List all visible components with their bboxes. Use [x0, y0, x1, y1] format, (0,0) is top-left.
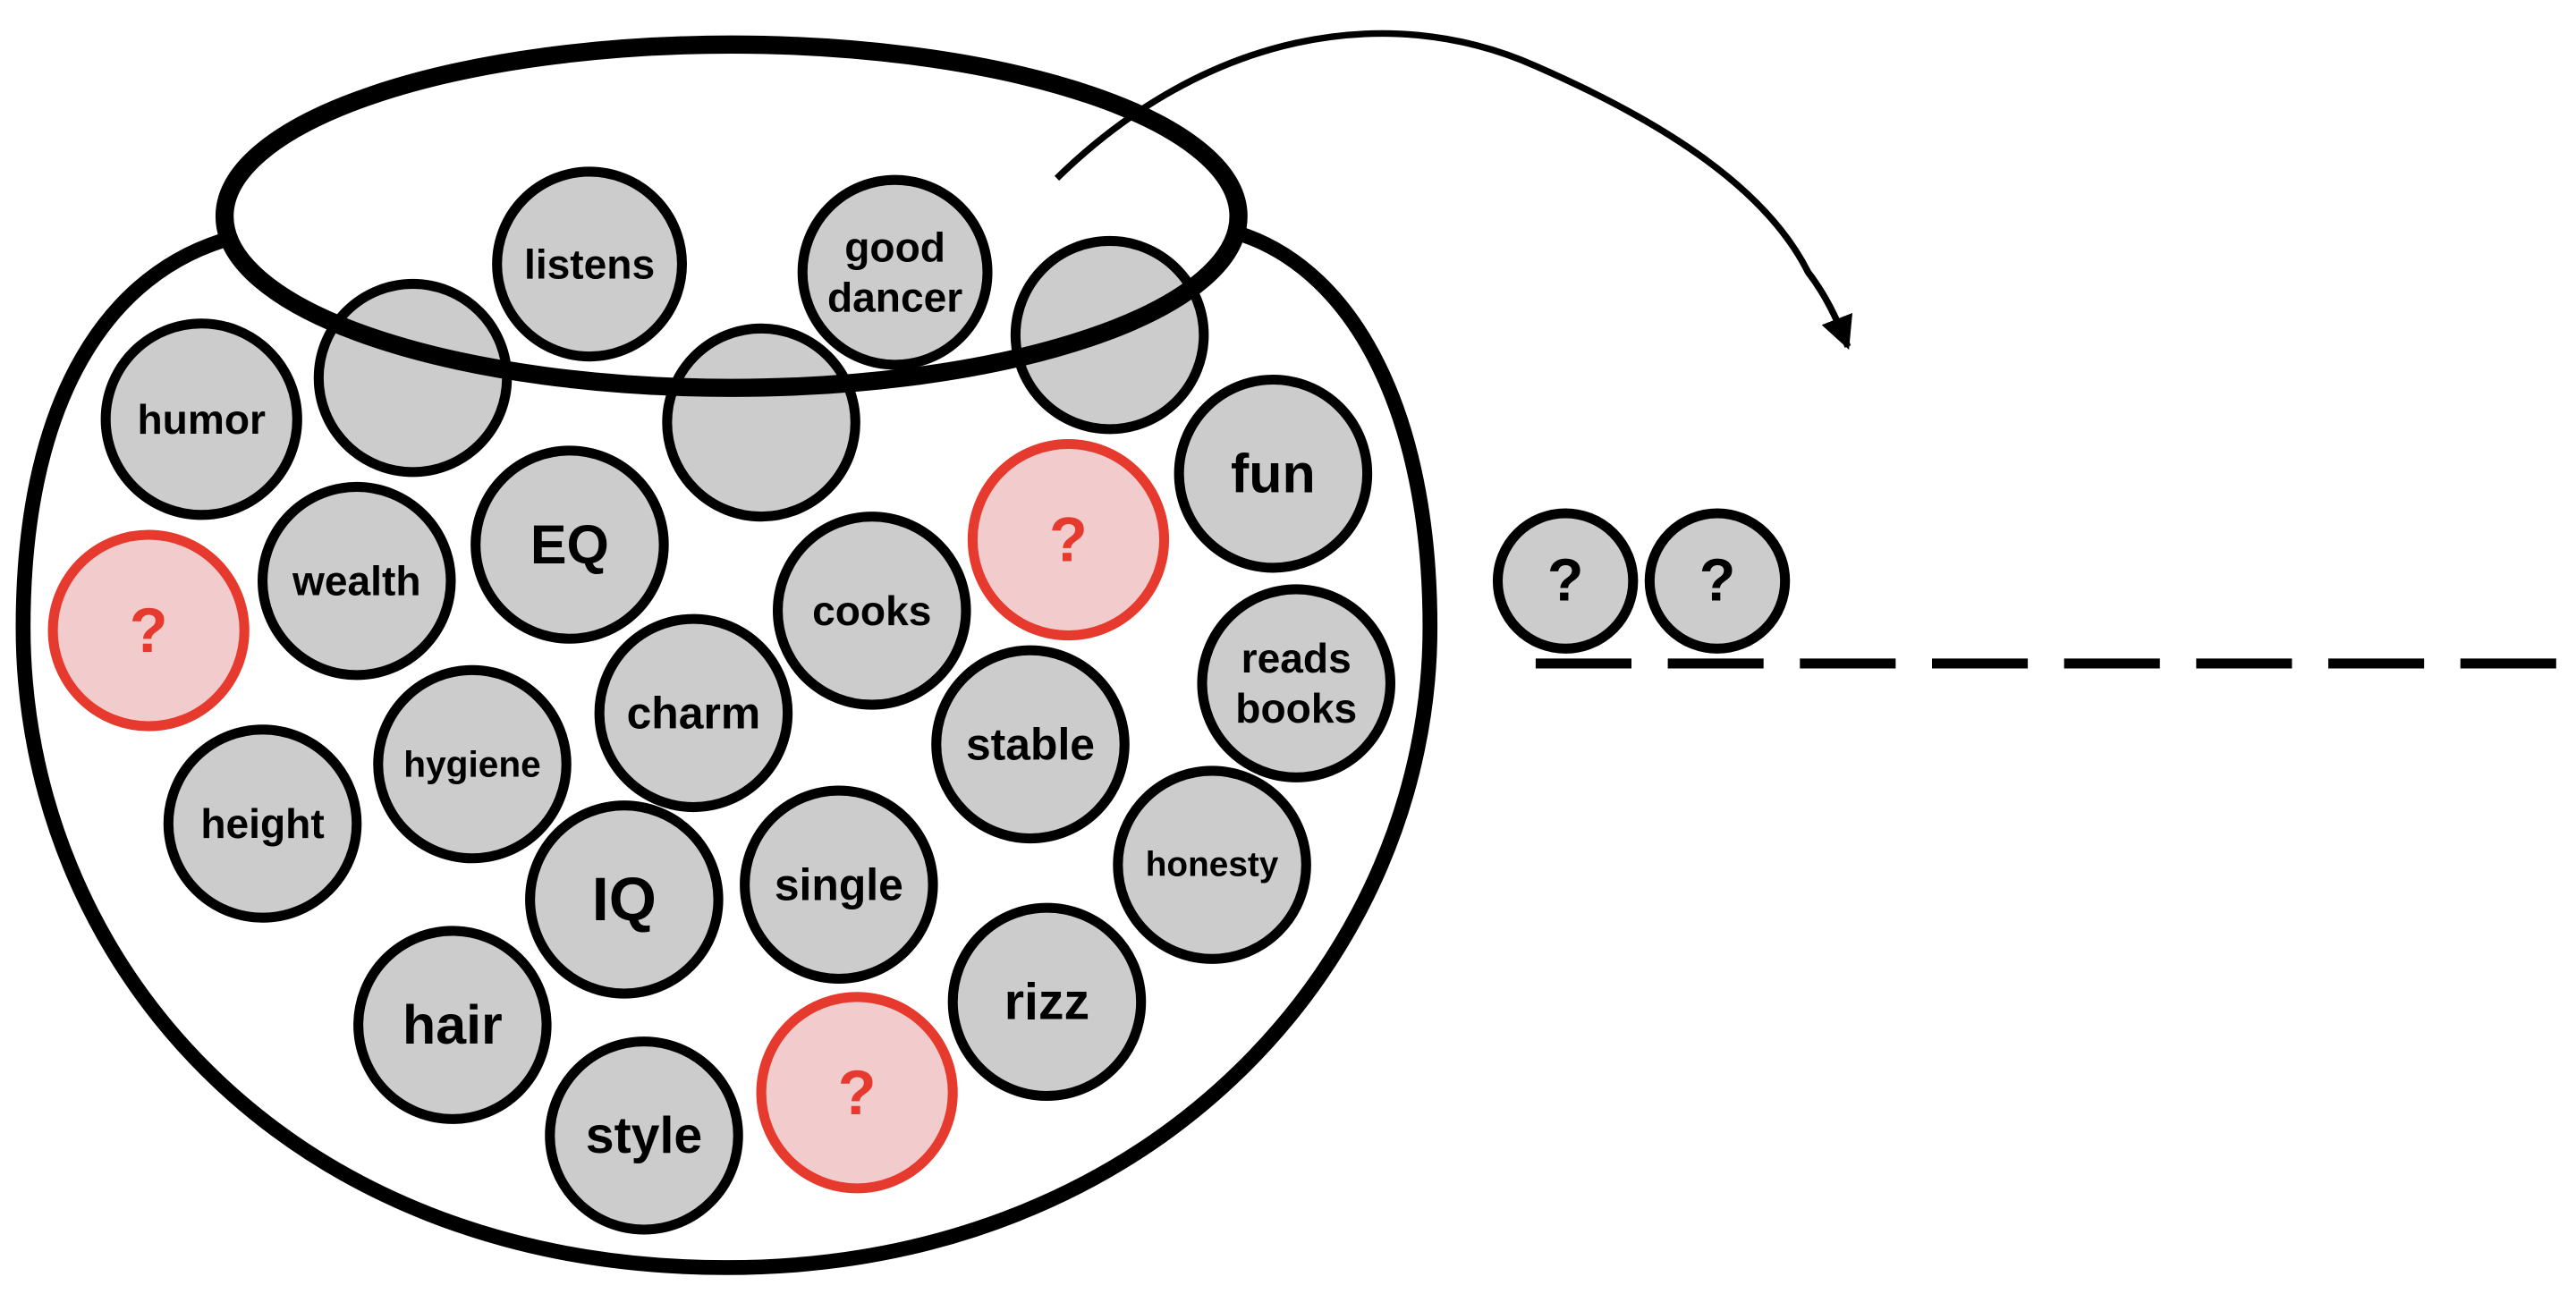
- ball-honesty-circle: [1113, 765, 1311, 964]
- ball-hair-circle: [353, 926, 552, 1124]
- ball-height-circle: [163, 724, 362, 923]
- ball-wealth-circle: [258, 481, 456, 681]
- sample-ball-drawn-2: ?: [1644, 508, 1791, 654]
- ball-listens-circle: [492, 166, 687, 362]
- ball-unknown-1: ?: [47, 529, 250, 732]
- ball-height-label: height: [200, 800, 324, 847]
- ball-humor: humor: [100, 318, 302, 520]
- ball-good-dancer: good dancer: [797, 174, 993, 370]
- ball-iq-label: IQ: [592, 866, 657, 934]
- ball-eq-label: EQ: [530, 514, 609, 575]
- ball-iq: IQ: [525, 800, 724, 999]
- ball-listens-label: listens: [524, 241, 655, 287]
- drawn-sample: ??: [1492, 508, 1791, 654]
- sample-ball-drawn-1: ?: [1492, 508, 1639, 654]
- ball-unknown-3-label: ?: [838, 1058, 877, 1128]
- ball-listens: listens: [492, 166, 687, 362]
- ball-rizz-label: rizz: [1004, 973, 1089, 1030]
- ball-unknown-1-label: ?: [130, 596, 168, 665]
- sample-ball-drawn-2-label: ?: [1699, 548, 1736, 614]
- ball-charm-circle: [594, 613, 793, 813]
- ball-reads-books-label: reads: [1241, 635, 1352, 681]
- ball-fun-circle: [1174, 374, 1373, 573]
- ball-humor-label: humor: [137, 396, 266, 443]
- ball-blank-1: [313, 278, 513, 478]
- ball-unknown-1-circle: [47, 529, 250, 732]
- ball-reads-books-circle: [1197, 584, 1395, 782]
- ball-hygiene-label: hygiene: [403, 744, 540, 785]
- ball-single-circle: [740, 785, 938, 985]
- ball-good-dancer-label: dancer: [827, 275, 962, 321]
- ball-good-dancer-circle: [797, 174, 993, 370]
- ball-unknown-2-label: ?: [1049, 505, 1088, 575]
- ball-stable-circle: [931, 645, 1130, 844]
- urn-body: [15, 226, 1438, 1275]
- ball-blank-2-circle: [662, 323, 860, 522]
- ball-rizz-circle: [947, 902, 1147, 1102]
- ball-style-circle: [545, 1036, 743, 1235]
- urn-mouth: [215, 35, 1248, 397]
- ball-stable: stable: [931, 645, 1130, 844]
- ball-cooks: cooks: [773, 512, 971, 710]
- ball-unknown-3: ?: [756, 992, 958, 1194]
- ball-height: height: [163, 724, 362, 923]
- ball-humor-circle: [100, 318, 302, 520]
- urn-balls: listens good dancer humor fun wealth EQ?? cooks…: [47, 166, 1395, 1235]
- ball-style-label: style: [586, 1107, 702, 1164]
- ball-unknown-2: ?: [967, 438, 1170, 641]
- ball-hair: hair: [353, 926, 552, 1124]
- sample-ball-drawn-1-label: ?: [1547, 548, 1584, 614]
- sample-ball-drawn-2-circle: [1644, 508, 1791, 654]
- ball-iq-circle: [525, 800, 724, 999]
- ball-good-dancer-label: good: [844, 224, 945, 270]
- ball-fun-label: fun: [1231, 444, 1316, 504]
- ball-honesty-label: honesty: [1146, 846, 1279, 884]
- ball-stable-label: stable: [966, 719, 1095, 769]
- ball-single: single: [740, 785, 938, 985]
- ball-reads-books-label: books: [1235, 685, 1357, 732]
- ball-honesty: honesty: [1113, 765, 1311, 964]
- ball-wealth: wealth: [258, 481, 456, 681]
- ball-eq: EQ: [470, 445, 669, 644]
- ball-hair-label: hair: [402, 994, 503, 1055]
- ball-fun: fun: [1174, 374, 1373, 573]
- ball-cooks-label: cooks: [812, 588, 931, 634]
- ball-single-label: single: [775, 859, 903, 909]
- ball-unknown-2-circle: [967, 438, 1170, 641]
- ball-hygiene-circle: [373, 664, 572, 864]
- ball-charm: charm: [594, 613, 793, 813]
- ball-style: style: [545, 1036, 743, 1235]
- ball-blank-2: [662, 323, 860, 522]
- ball-cooks-circle: [773, 512, 971, 710]
- ball-blank-1-circle: [313, 278, 513, 478]
- ball-wealth-label: wealth: [292, 558, 421, 605]
- ball-charm-label: charm: [627, 688, 761, 738]
- ball-rizz: rizz: [947, 902, 1147, 1102]
- draw-arrow: [1054, 30, 1853, 351]
- ball-hygiene: hygiene: [373, 664, 572, 864]
- sample-ball-drawn-1-circle: [1492, 508, 1639, 654]
- ball-eq-circle: [470, 445, 669, 644]
- ball-unknown-3-circle: [756, 992, 958, 1194]
